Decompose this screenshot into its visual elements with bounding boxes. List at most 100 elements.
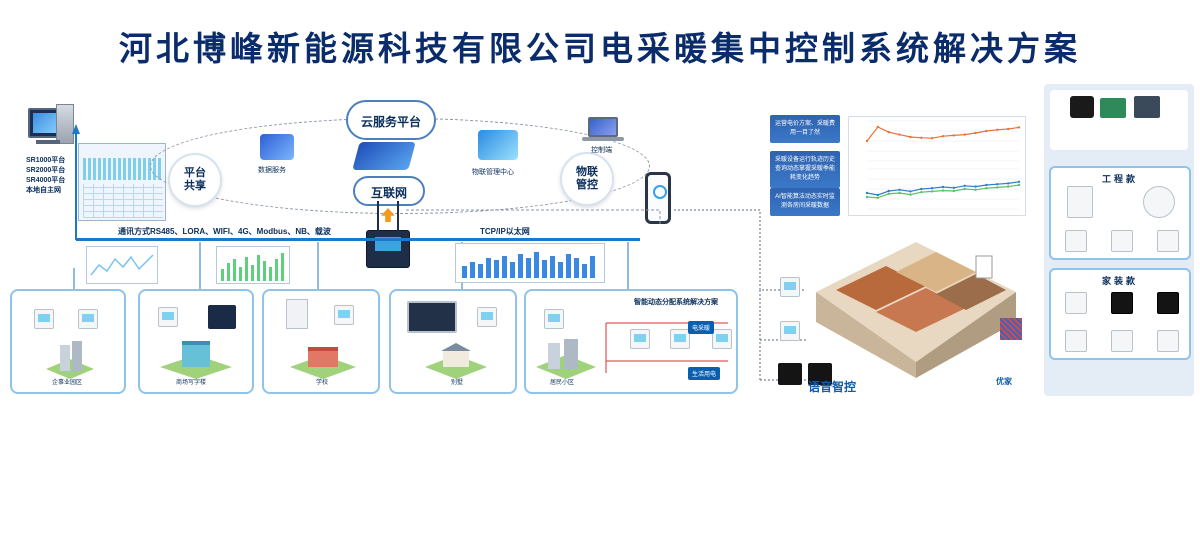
thermostat-icon — [1065, 292, 1087, 314]
chart-point — [920, 136, 923, 139]
engineering-heading: 工程款 — [1101, 174, 1138, 184]
chart-point — [1006, 127, 1010, 131]
thermostat-icon — [780, 321, 800, 341]
chart-point — [887, 131, 890, 134]
chart-point — [930, 137, 934, 140]
laptop-icon — [588, 117, 618, 137]
building-icon — [290, 347, 356, 379]
chart-point — [941, 189, 945, 192]
chart-point — [898, 133, 901, 136]
chart-point — [887, 189, 890, 193]
tag-heating: 电采暖 — [688, 321, 715, 334]
scenario-panel-residential: 智能动态分配系统解决方案 电采暖 生活用电 居民小区 — [524, 289, 738, 394]
service-label: 物联管理中心 — [472, 169, 514, 176]
chart-point — [996, 186, 999, 189]
platform-share-bubble: 平台 共享 — [170, 155, 220, 205]
chart-point — [941, 185, 945, 189]
trend-chart-card — [848, 116, 1026, 216]
thermostat-icon — [334, 305, 354, 325]
home-heading: 家装款 — [1101, 276, 1138, 286]
scenario-panel-mall: 商场写字楼 — [138, 289, 254, 394]
iot-center-icon — [478, 130, 518, 160]
thermostat-icon — [1111, 330, 1133, 352]
platform-item: SR2000平台 — [26, 167, 66, 174]
panel-label: 居民小区 — [550, 380, 575, 386]
platform-item: SR4000平台 — [26, 177, 66, 184]
thermostat-icon — [712, 329, 732, 349]
chart-point — [920, 191, 923, 194]
info-box-ai: AI智能算法动态实时监测各房间采暖数据 — [770, 188, 840, 216]
hardware-showcase — [1050, 90, 1188, 150]
qr-code-icon — [1000, 318, 1022, 340]
chart-point — [1006, 185, 1010, 188]
chart-point — [909, 135, 912, 139]
thermostat-icon — [34, 309, 54, 329]
chart-point — [974, 131, 977, 135]
chart-point — [876, 125, 880, 129]
mini-column-chart — [455, 243, 605, 283]
chart-point — [909, 190, 912, 193]
chart-point — [963, 187, 966, 191]
panel-label: 企事业园区 — [52, 380, 83, 386]
dark-thermostat-icon — [808, 363, 832, 385]
dark-thermostat-icon — [778, 363, 802, 385]
platform-list: SR1000平台 SR2000平台 SR4000平台 本地自主网 — [26, 156, 65, 196]
building-icon — [160, 341, 232, 379]
engineering-section: 工程款 — [1049, 166, 1191, 260]
computer-tower-icon — [56, 104, 74, 144]
chart-point — [1017, 126, 1021, 129]
laptop-base — [582, 137, 624, 141]
dashboard-screen — [78, 143, 166, 221]
internet-label: 互联网 — [370, 186, 407, 200]
chart-point — [865, 139, 869, 143]
info-box-price: 运营电价方案、采暖费用一目了然 — [770, 115, 840, 143]
thermostat-icon — [544, 309, 564, 329]
chart-point — [909, 193, 912, 196]
home-section: 家装款 — [1049, 268, 1191, 360]
thermostat-icon — [1157, 330, 1179, 352]
chart-point — [963, 133, 966, 136]
chart-point — [952, 134, 956, 137]
data-service-icon — [260, 134, 294, 160]
page-title: 河北博峰新能源科技有限公司电采暖集中控制系统解决方案 — [119, 29, 1081, 68]
chart-point — [963, 184, 966, 187]
service-label: 控制端 — [591, 147, 612, 154]
thermostat-icon — [670, 329, 690, 349]
e-home-logo: 优家 — [996, 377, 1012, 386]
chart-point — [1006, 182, 1010, 185]
cqc-badge-icon — [1143, 186, 1175, 218]
controller-device-icon — [208, 305, 236, 329]
chart-point — [865, 191, 869, 195]
panel-label: 别墅 — [451, 380, 464, 386]
chart-point — [1017, 180, 1021, 183]
tag-living-power: 生活用电 — [688, 367, 721, 380]
trend-chart — [865, 120, 1021, 210]
cloud-platform-label: 云服务平台 — [360, 115, 421, 129]
chart-point — [930, 190, 934, 193]
service-label: 数据服务 — [258, 167, 286, 174]
dashboard-grid — [83, 184, 163, 218]
chart-point — [985, 129, 988, 133]
house-floorplan-illustration — [816, 242, 1016, 378]
ethernet-label: TCP/IP以太网 — [480, 227, 530, 236]
chart-point — [930, 187, 934, 190]
building-icon — [46, 341, 94, 379]
building-icon — [425, 343, 487, 379]
scenario-panel-villa: 别墅 — [389, 289, 517, 394]
chart-point — [1017, 183, 1021, 187]
bus-protocol-label: 通讯方式RS485、LORA、WIFI、4G、Modbus、NB、载波 — [118, 227, 331, 236]
chart-point — [876, 196, 880, 199]
internet-cloud: 互联网 — [353, 176, 425, 206]
chart-point — [898, 191, 901, 195]
scenario-panel-school: 学校 — [262, 289, 380, 394]
info-box-history: 采暖设备运行轨迹历史查询动态掌握采暖季能耗变化趋势 — [770, 151, 840, 188]
certificate-icon — [1067, 186, 1093, 218]
relay-module-icon — [1070, 96, 1094, 118]
scenario-panel-enterprise: 企事业园区 — [10, 289, 126, 394]
mini-line-chart — [86, 246, 158, 284]
chart-point — [920, 187, 923, 191]
thermostat-icon — [1065, 230, 1087, 252]
monitor-stand — [36, 140, 60, 144]
iot-control-bubble: 物联 管控 — [562, 154, 612, 204]
wifi-router-icon — [286, 299, 308, 329]
